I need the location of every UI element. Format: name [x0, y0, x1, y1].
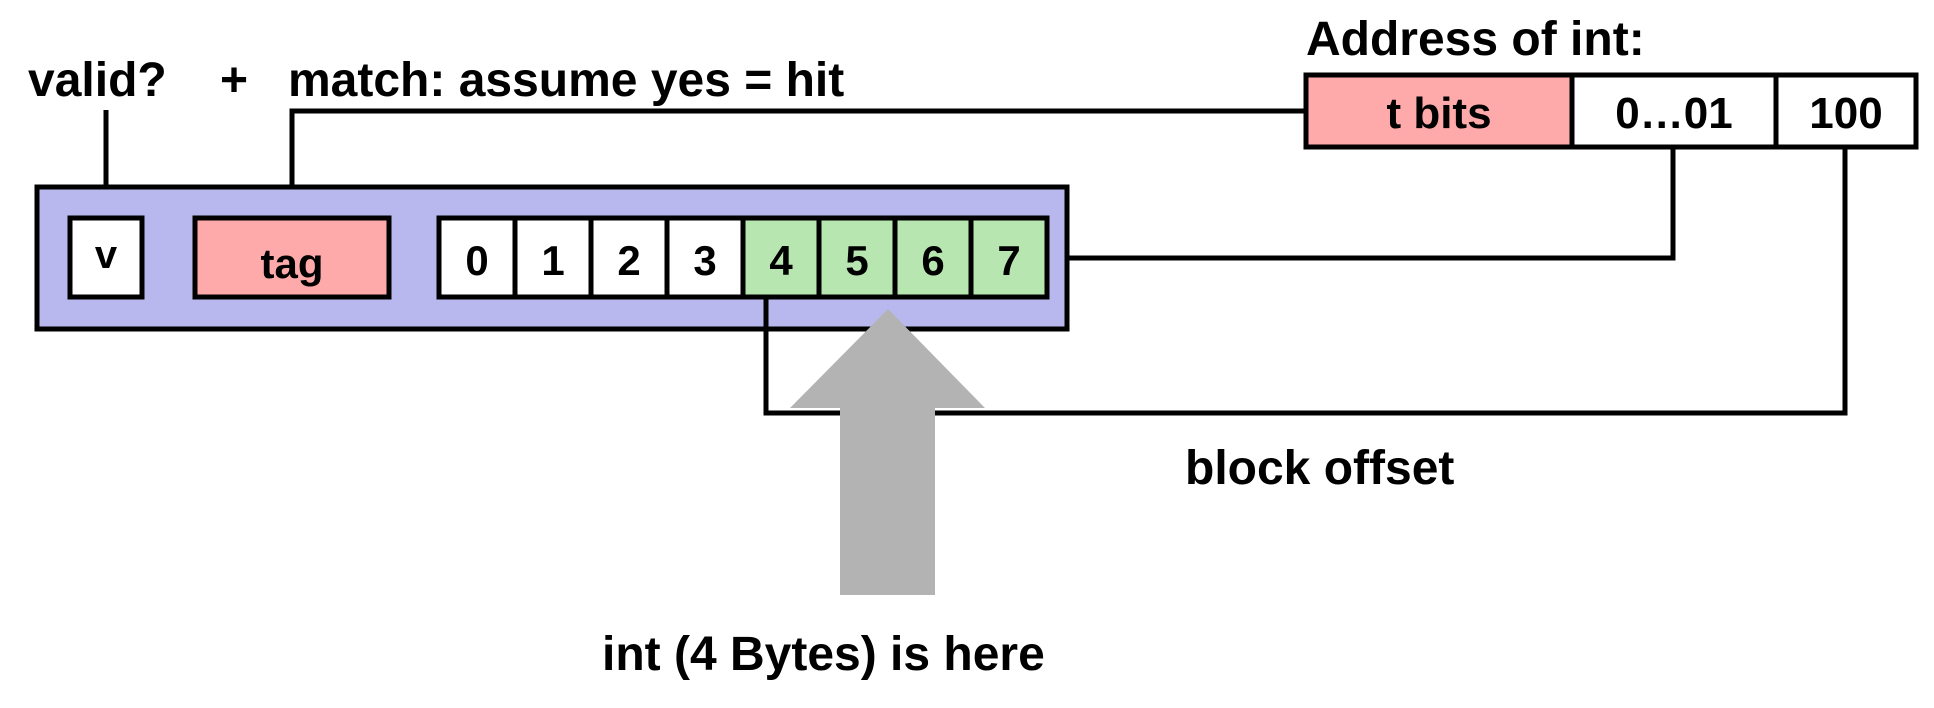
address-offset-label: 100 [1809, 89, 1882, 138]
tag-label: tag [261, 240, 324, 287]
byte-label-0: 0 [465, 237, 488, 284]
byte-cell-2 [588, 215, 670, 300]
plus-sign: + [220, 54, 248, 107]
valid-label: valid? [28, 54, 167, 107]
byte-cell-1 [512, 215, 594, 300]
address-offset-field [1773, 72, 1919, 150]
int-here-label: int (4 Bytes) is here [602, 628, 1045, 681]
address-tag-field [1303, 72, 1575, 150]
int-location-arrow-icon [790, 309, 985, 595]
valid-bit-box [67, 215, 145, 300]
byte-cell-3 [664, 215, 746, 300]
tag-match-connector [289, 108, 1306, 220]
byte-label-4: 4 [769, 237, 793, 284]
address-index-field [1569, 72, 1779, 150]
address-index-label: 0…01 [1615, 89, 1732, 138]
byte-label-5: 5 [845, 237, 868, 284]
match-label: match: assume yes = hit [288, 54, 844, 107]
valid-bit-label: v [95, 233, 118, 277]
byte-label-2: 2 [617, 237, 640, 284]
address-tag-label: t bits [1386, 89, 1491, 138]
block-offset-connector [763, 148, 1848, 416]
byte-cell-5 [816, 215, 898, 300]
block-bytes: 0 1 2 3 4 5 6 7 [436, 215, 1050, 330]
tag-box [192, 215, 392, 300]
byte-label-6: 6 [921, 237, 944, 284]
block-offset-label: block offset [1185, 442, 1454, 495]
byte-label-3: 3 [693, 237, 716, 284]
byte-cell-7 [968, 215, 1050, 300]
byte-label-7: 7 [997, 237, 1020, 284]
address-title: Address of int: [1306, 13, 1645, 66]
byte-cell-6 [892, 215, 974, 300]
set-index-connector [1067, 148, 1676, 261]
byte-label-1: 1 [541, 237, 564, 284]
